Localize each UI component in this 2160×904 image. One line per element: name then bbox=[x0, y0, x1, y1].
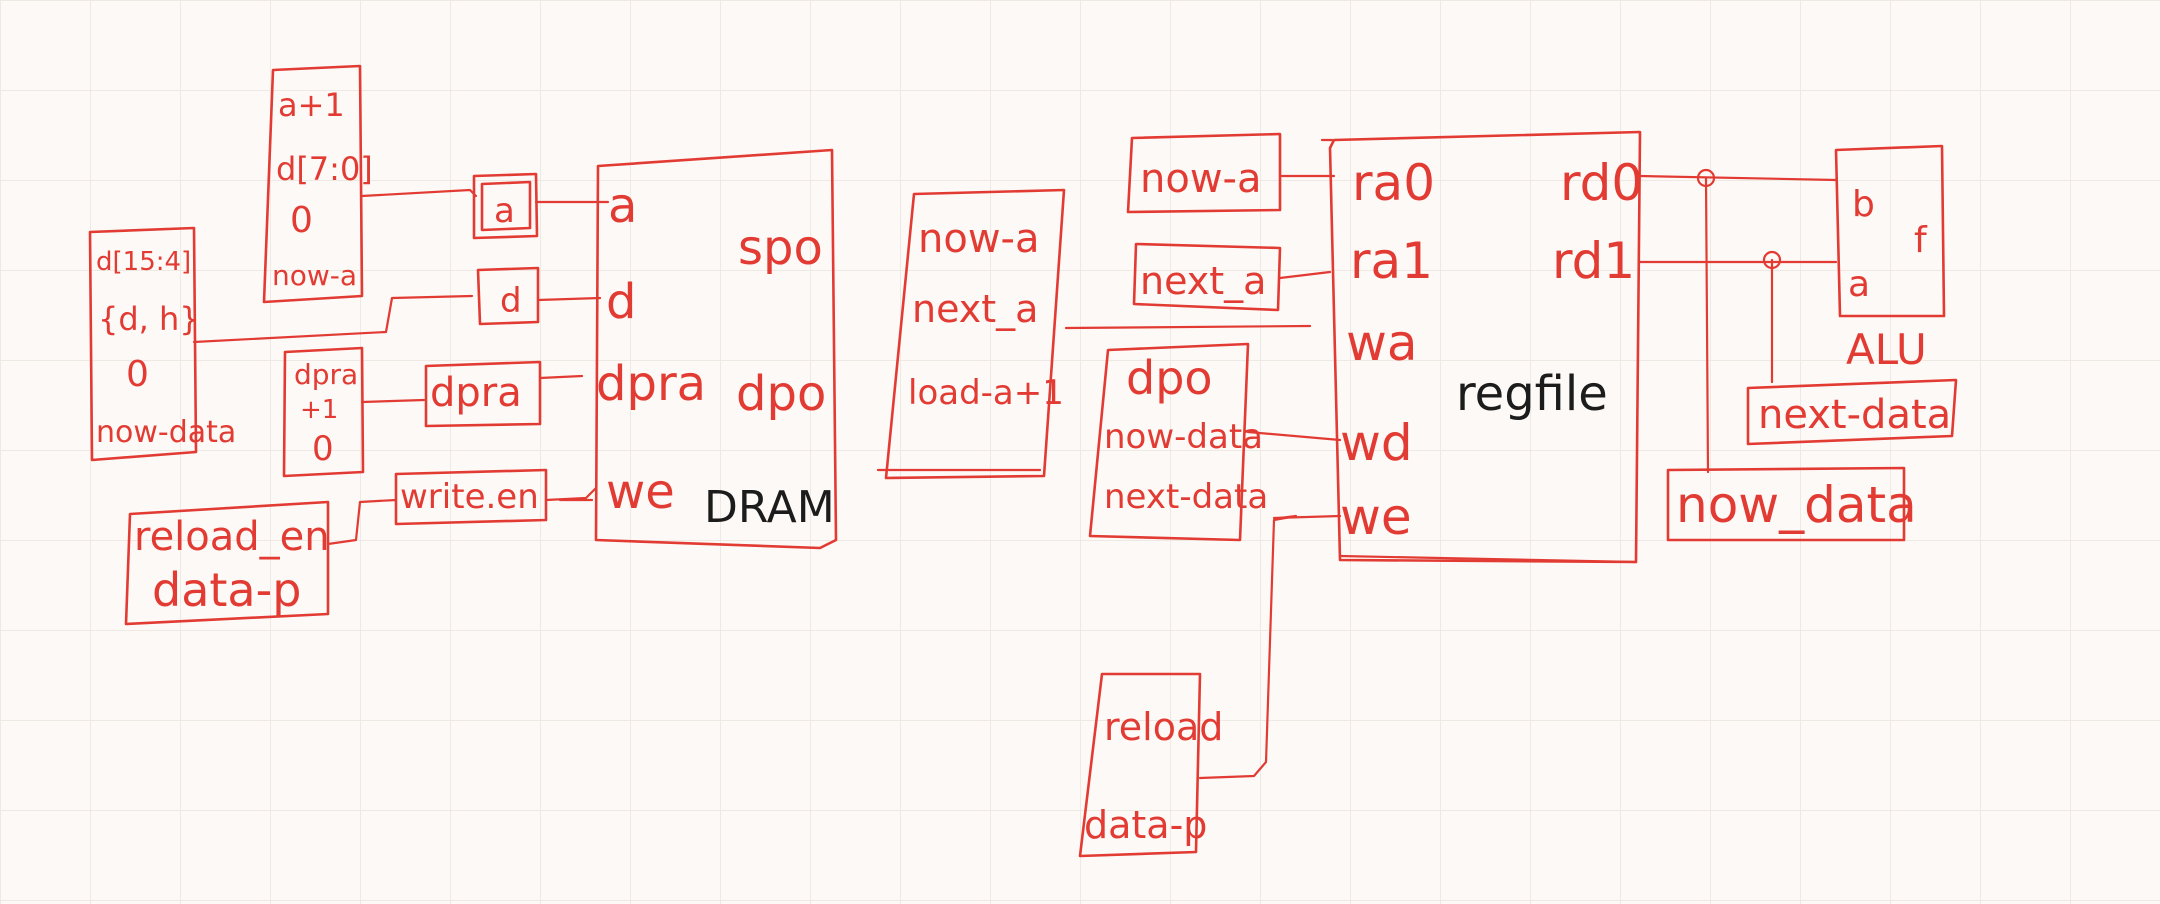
dram-name: DRAM bbox=[704, 482, 835, 533]
mux-a-input-opt-0: a+1 bbox=[278, 86, 345, 124]
regfile-port-wa: wa bbox=[1346, 314, 1418, 372]
mux-dpra-input-opt-2: 0 bbox=[312, 429, 334, 469]
right-wires bbox=[1638, 168, 1838, 474]
register-a-label: a bbox=[494, 191, 515, 231]
mux-reload-input: reload data-p bbox=[1078, 672, 1223, 858]
dram-port-dpo: dpo bbox=[736, 366, 826, 422]
dram-port-spo: spo bbox=[738, 220, 823, 276]
register-d: d bbox=[476, 266, 540, 326]
alu-port-b: b bbox=[1852, 184, 1875, 225]
middle-wires bbox=[1064, 174, 1342, 780]
left-wires bbox=[192, 188, 610, 546]
mux-a-input-opt-3: now-a bbox=[272, 259, 357, 292]
dram-port-we: we bbox=[606, 464, 675, 520]
mux-ra-input-opt-1: next_a bbox=[912, 287, 1038, 331]
regfile-port-rd0: rd0 bbox=[1560, 154, 1643, 212]
mux-a-input-opt-2: 0 bbox=[290, 200, 313, 241]
alu-port-a: a bbox=[1848, 264, 1870, 305]
mux-d-input-opt-0: d[15:4] bbox=[96, 247, 191, 277]
mux-dpra-input-opt-1: +1 bbox=[300, 395, 338, 425]
mux-d-input-opt-1: {d, h} bbox=[98, 300, 200, 338]
mux-we-input: reload_en data-p bbox=[124, 500, 330, 626]
mux-wd-input-opt-0: dpo bbox=[1126, 351, 1213, 405]
register-d-label: d bbox=[500, 281, 522, 321]
register-dpra-label: dpra bbox=[430, 370, 522, 416]
output-now-data-label: now_data bbox=[1676, 476, 1917, 534]
regfile-port-ra0: ra0 bbox=[1352, 154, 1435, 212]
mux-ra-input: now-a next_a load-a+1 bbox=[876, 188, 1066, 480]
regfile-block: ra0 ra1 wa wd we rd0 rd1 regfile bbox=[1320, 130, 1643, 564]
mux-wd-input-opt-2: next-data bbox=[1104, 477, 1268, 517]
regfile-port-ra1: ra1 bbox=[1350, 232, 1433, 290]
mux-a-input-opt-1: d[7:0] bbox=[276, 150, 373, 188]
register-a: a bbox=[472, 172, 539, 240]
regfile-name: regfile bbox=[1456, 366, 1608, 422]
source-next-a-label: next_a bbox=[1140, 259, 1266, 303]
dram-port-a: a bbox=[608, 178, 637, 234]
alu-name: ALU bbox=[1846, 325, 1927, 374]
regfile-port-we: we bbox=[1340, 488, 1412, 546]
mux-wd-input: dpo now-data next-data bbox=[1088, 342, 1268, 542]
regfile-port-rd1: rd1 bbox=[1552, 232, 1635, 290]
output-next-data: next-data bbox=[1746, 378, 1958, 446]
mux-we-input-opt-1: data-p bbox=[152, 563, 301, 617]
regfile-port-wd: wd bbox=[1340, 414, 1413, 472]
output-next-data-label: next-data bbox=[1758, 392, 1951, 438]
mux-wd-input-opt-1: now-data bbox=[1104, 417, 1263, 457]
junction-rd0 bbox=[1696, 168, 1716, 188]
register-write-en: write.en bbox=[394, 468, 548, 526]
mux-we-input-opt-0: reload_en bbox=[134, 514, 330, 560]
mux-d-input-opt-3: now-data bbox=[96, 415, 236, 450]
alu-port-f: f bbox=[1914, 220, 1928, 261]
source-next-a: next_a bbox=[1132, 242, 1282, 312]
junction-rd1 bbox=[1762, 250, 1782, 270]
dram-port-dpra: dpra bbox=[596, 356, 706, 412]
dram-port-d: d bbox=[606, 274, 636, 330]
mux-reload-input-opt-1: data-p bbox=[1084, 803, 1207, 847]
register-dpra: dpra bbox=[424, 360, 542, 428]
register-write-en-label: write.en bbox=[400, 477, 539, 517]
mux-ra-input-opt-0: now-a bbox=[918, 216, 1039, 262]
mux-dpra-input-opt-0: dpra bbox=[294, 358, 358, 391]
alu-block: b a f ALU bbox=[1834, 144, 1946, 374]
mux-a-input: a+1 d[7:0] 0 now-a bbox=[262, 64, 373, 304]
source-now-a-label: now-a bbox=[1140, 156, 1261, 202]
mux-dpra-input: dpra +1 0 bbox=[282, 346, 365, 478]
dram-block: a d dpra we spo dpo DRAM bbox=[594, 148, 838, 550]
mux-ra-input-opt-2: load-a+1 bbox=[908, 373, 1064, 413]
mux-d-input-opt-2: 0 bbox=[126, 354, 149, 395]
mux-reload-input-opt-0: reload bbox=[1104, 705, 1223, 749]
mux-d-input: d[15:4] {d, h} 0 now-data bbox=[88, 226, 236, 462]
output-now-data: now_data bbox=[1666, 466, 1917, 542]
source-now-a: now-a bbox=[1126, 132, 1282, 214]
